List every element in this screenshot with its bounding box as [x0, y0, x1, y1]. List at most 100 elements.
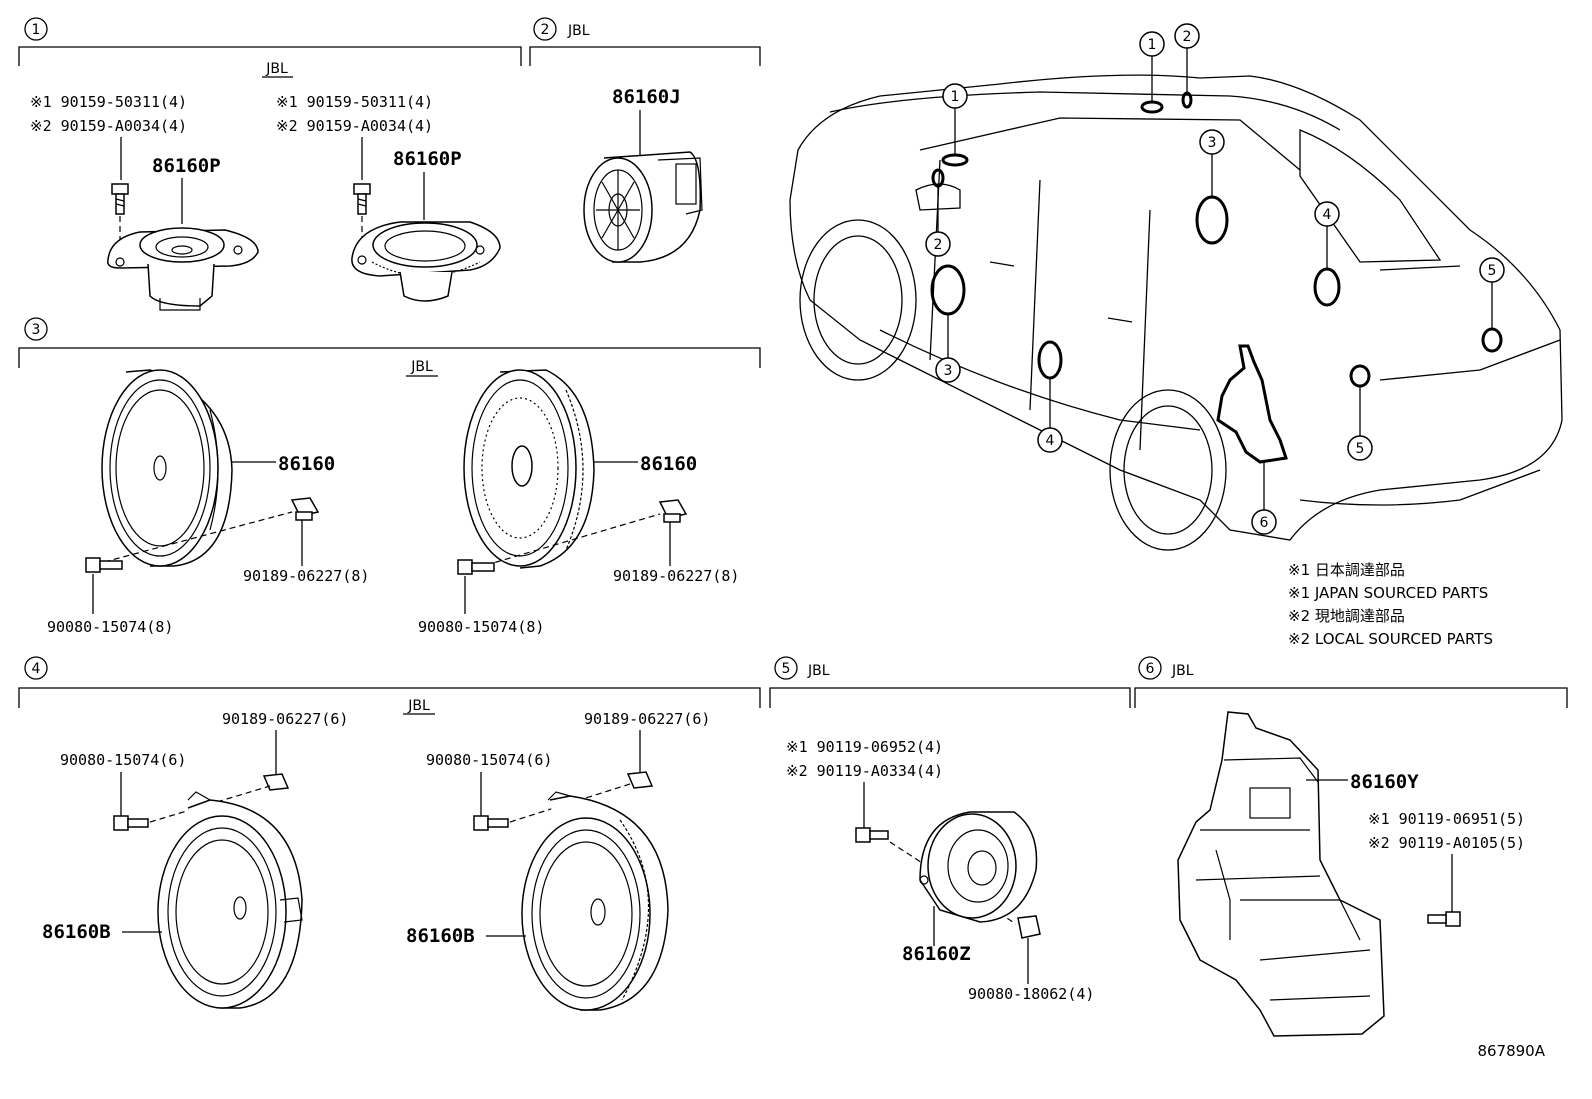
- svg-text:1: 1: [1148, 37, 1157, 53]
- speaker-location-5b: [1481, 327, 1503, 353]
- section-1-brand: JBL: [265, 61, 288, 77]
- callout-1b: 1: [1139, 31, 1165, 102]
- section-6-header: 6 JBL: [1134, 656, 1568, 708]
- screw-icon: [111, 183, 129, 215]
- group-1-left: ※1 90159-50311(4) ※2 90159-A0034(4) 8616…: [30, 93, 259, 311]
- legend-line-3: ※2 現地調達部品: [1288, 607, 1405, 625]
- callout-6: 6: [1251, 462, 1277, 535]
- group4-left-clip: 90189-06227(6): [222, 710, 348, 728]
- section-3-brand: JBL: [410, 359, 433, 375]
- speaker-location-6: [1216, 344, 1288, 464]
- subwoofer-enclosure-icon: [1177, 711, 1385, 1037]
- group-2: 86160J: [583, 86, 703, 263]
- screw-icon: [457, 559, 495, 575]
- speaker-location-5a: [1349, 364, 1371, 388]
- door-speaker-icon: [157, 791, 303, 1009]
- speaker-location-3b: [1195, 195, 1229, 245]
- screw-icon: [1427, 911, 1461, 927]
- clip-nut-icon: [658, 499, 688, 523]
- svg-text:4: 4: [1323, 207, 1332, 223]
- speaker-location-4b: [1313, 267, 1341, 307]
- tweeter-speaker-icon: [351, 221, 501, 302]
- svg-text:1: 1: [951, 89, 960, 105]
- group4-right-part: 86160B: [406, 925, 475, 947]
- group3-left-part: 86160: [278, 453, 335, 475]
- section-1-header: 1 JBL: [18, 17, 522, 78]
- screw-icon: [855, 827, 889, 843]
- group1-right-part: 86160P: [393, 148, 462, 170]
- section-3-header: 3 JBL: [18, 317, 761, 377]
- svg-text:5: 5: [1356, 441, 1365, 457]
- vehicle-illustration: 1 1 2 2 3 3 4: [789, 23, 1563, 551]
- speaker-location-1b: [1140, 100, 1164, 114]
- group2-part: 86160J: [612, 86, 681, 108]
- section-6-number: 6: [1146, 661, 1155, 677]
- screw-icon: [353, 183, 371, 215]
- group6-part: 86160Y: [1350, 771, 1419, 793]
- section-1-number: 1: [32, 22, 41, 38]
- callout-3a: 3: [935, 314, 961, 383]
- group-4-left: 90189-06227(6) 90080-15074(6) 86160B: [42, 710, 348, 1009]
- group1-left-note1: ※1 90159-50311(4): [30, 93, 187, 111]
- section-4-brand: JBL: [407, 698, 430, 714]
- speaker-location-2b: [1181, 91, 1193, 109]
- svg-text:5: 5: [1488, 263, 1497, 279]
- group4-right-screw: 90080-15074(6): [426, 751, 552, 769]
- callout-5b: 5: [1479, 257, 1505, 328]
- section-4-number: 4: [32, 661, 41, 677]
- group6-note1: ※1 90119-06951(5): [1368, 810, 1525, 828]
- legend-line-2: ※1 JAPAN SOURCED PARTS: [1288, 584, 1488, 602]
- group1-left-part: 86160P: [152, 155, 221, 177]
- screw-icon: [473, 815, 509, 831]
- door-speaker-icon: [101, 369, 233, 567]
- group-1-right: ※1 90159-50311(4) ※2 90159-A0034(4) 8616…: [276, 93, 501, 302]
- legend: ※1 日本調達部品 ※1 JAPAN SOURCED PARTS ※2 現地調達…: [1288, 561, 1493, 648]
- screw-icon: [113, 815, 149, 831]
- svg-text:6: 6: [1260, 515, 1269, 531]
- clip-nut-icon: [262, 773, 290, 791]
- group-5: ※1 90119-06952(4) ※2 90119-A0334(4) 8616…: [786, 738, 1094, 1003]
- group-4-right: 90189-06227(6) 90080-15074(6) 86160B: [406, 710, 710, 1011]
- center-speaker-icon: [919, 811, 1038, 923]
- section-2-header: 2 JBL: [529, 17, 761, 66]
- svg-text:4: 4: [1046, 433, 1055, 449]
- section-5-number: 5: [782, 661, 791, 677]
- group3-left-screw: 90080-15074(8): [47, 618, 173, 636]
- section-3-number: 3: [32, 322, 41, 338]
- legend-line-1: ※1 日本調達部品: [1288, 561, 1405, 579]
- group3-left-clip: 90189-06227(8): [243, 567, 369, 585]
- group5-clip: 90080-18062(4): [968, 985, 1094, 1003]
- group1-right-note1: ※1 90159-50311(4): [276, 93, 433, 111]
- svg-text:2: 2: [934, 237, 943, 253]
- group5-note2: ※2 90119-A0334(4): [786, 762, 943, 780]
- callout-1a: 1: [942, 83, 968, 154]
- clip-nut-icon: [290, 497, 320, 521]
- clip-nut-icon: [1017, 915, 1041, 939]
- group5-note1: ※1 90119-06952(4): [786, 738, 943, 756]
- svg-text:2: 2: [1183, 29, 1192, 45]
- tweeter-speaker-icon: [107, 227, 259, 311]
- group3-right-screw: 90080-15074(8): [418, 618, 544, 636]
- section-2-number: 2: [541, 22, 550, 38]
- callout-2b: 2: [1174, 23, 1200, 92]
- group4-left-screw: 90080-15074(6): [60, 751, 186, 769]
- group6-note2: ※2 90119-A0105(5): [1368, 834, 1525, 852]
- speaker-location-1a: [941, 153, 969, 167]
- legend-line-4: ※2 LOCAL SOURCED PARTS: [1288, 630, 1493, 648]
- door-speaker-icon: [463, 369, 595, 569]
- group-6: 86160Y ※1 90119-06951(5) ※2 90119-A0105(…: [1177, 711, 1525, 1037]
- section-4-header: 4 JBL: [18, 656, 761, 715]
- group-3-right: 86160 90189-06227(8) 90080-15074(8): [418, 369, 739, 636]
- svg-text:3: 3: [944, 363, 953, 379]
- speaker-location-3a: [930, 264, 966, 316]
- door-speaker-icon: [521, 791, 669, 1011]
- speaker-location-4a: [1037, 340, 1063, 380]
- group4-right-clip: 90189-06227(6): [584, 710, 710, 728]
- clip-nut-icon: [626, 771, 654, 789]
- diagram-id: 867890A: [1477, 1042, 1545, 1060]
- group3-right-part: 86160: [640, 453, 697, 475]
- callout-4b: 4: [1314, 201, 1340, 268]
- section-5-header: 5 JBL: [769, 656, 1131, 708]
- group5-part: 86160Z: [902, 943, 971, 965]
